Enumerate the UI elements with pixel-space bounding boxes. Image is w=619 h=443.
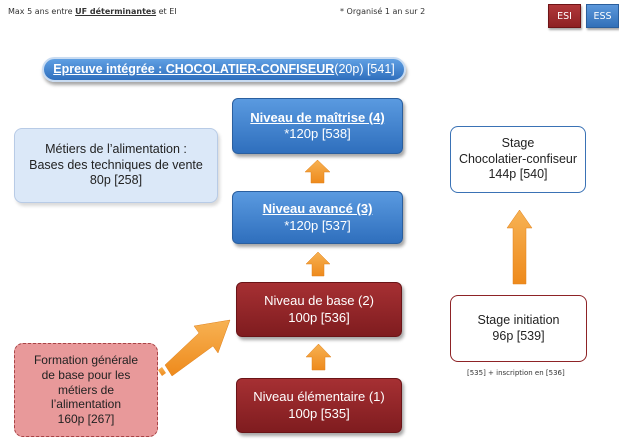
stage-init-line1: Stage initiation [477,312,560,327]
niveau-avance-box[interactable]: Niveau avancé (3) *120p [537] [232,191,403,244]
stage-choc-line2: Chocolatier-confiseur [458,151,578,166]
epreuve-title: Epreuve intégrée : CHOCOLATIER-CONFISEUR [53,61,335,76]
note-prefix: Max 5 ans entre [8,7,76,16]
niveau-base-detail: 100p [536] [288,309,350,325]
niveau-base-box[interactable]: Niveau de base (2) 100p [536] [236,282,402,337]
arrow-up-to-avance [305,251,331,277]
epreuve-integree-banner[interactable]: Epreuve intégrée : CHOCOLATIER-CONFISEUR… [42,57,406,82]
metiers-line1: Métiers de l’alimentation : [45,142,187,157]
esi-button[interactable]: ESI [548,4,581,28]
niveau-elementaire-box[interactable]: Niveau élémentaire (1) 100p [535] [236,378,402,433]
niveau-maitrise-box[interactable]: Niveau de maîtrise (4) *120p [538] [232,98,403,154]
stage-initiation-note: [535] + inscription en [536] [467,369,565,377]
formation-line2: de base pour les [41,368,131,383]
stage-init-line2: 96p [539] [492,328,545,343]
epreuve-detail: (20p) [541] [334,61,395,76]
arrow-up-to-stage-choc [506,209,533,285]
niveau-maitrise-detail: *120p [538] [284,126,351,141]
stage-chocolatier-box[interactable]: Stage Chocolatier-confiseur 144p [540] [450,126,586,193]
niveau-avance-detail: *120p [537] [284,217,351,233]
arrow-up-to-maitrise [304,159,331,184]
stage-choc-line1: Stage [501,136,535,151]
metiers-alimentation-box[interactable]: Métiers de l’alimentation : Bases des te… [14,128,218,203]
note-suffix: et EI [156,7,177,16]
note-emphasis: UF déterminantes [75,7,157,16]
formation-line4: l’alimentation [50,397,122,412]
niveau-maitrise-title: Niveau de maîtrise (4) [250,109,385,125]
arrow-formation-to-base [164,319,231,377]
niveau-elementaire-title: Niveau élémentaire (1) [253,389,385,405]
metiers-line2: Bases des techniques de vente [29,157,203,172]
niveau-elementaire-detail: 100p [535] [288,405,350,421]
niveau-avance-title: Niveau avancé (3) [262,201,373,217]
formation-line3: métiers de [57,382,115,397]
stage-initiation-box[interactable]: Stage initiation 96p [539] [450,295,587,362]
stage-choc-line3: 144p [540] [488,167,548,182]
formation-line5: 160p [267] [57,411,115,426]
formation-generale-box[interactable]: Formation générale de base pour les méti… [14,343,158,437]
uf-deadline-note: Max 5 ans entre UF déterminantes et EI [8,7,177,16]
ess-button[interactable]: ESS [586,4,619,28]
arrow-formation-dashes [158,367,166,376]
metiers-line3: 80p [258] [89,173,143,188]
arrow-up-to-base [305,343,332,371]
niveau-base-title: Niveau de base (2) [264,293,374,309]
formation-line1: Formation générale [33,353,139,368]
biennial-note: * Organisé 1 an sur 2 [340,7,426,16]
